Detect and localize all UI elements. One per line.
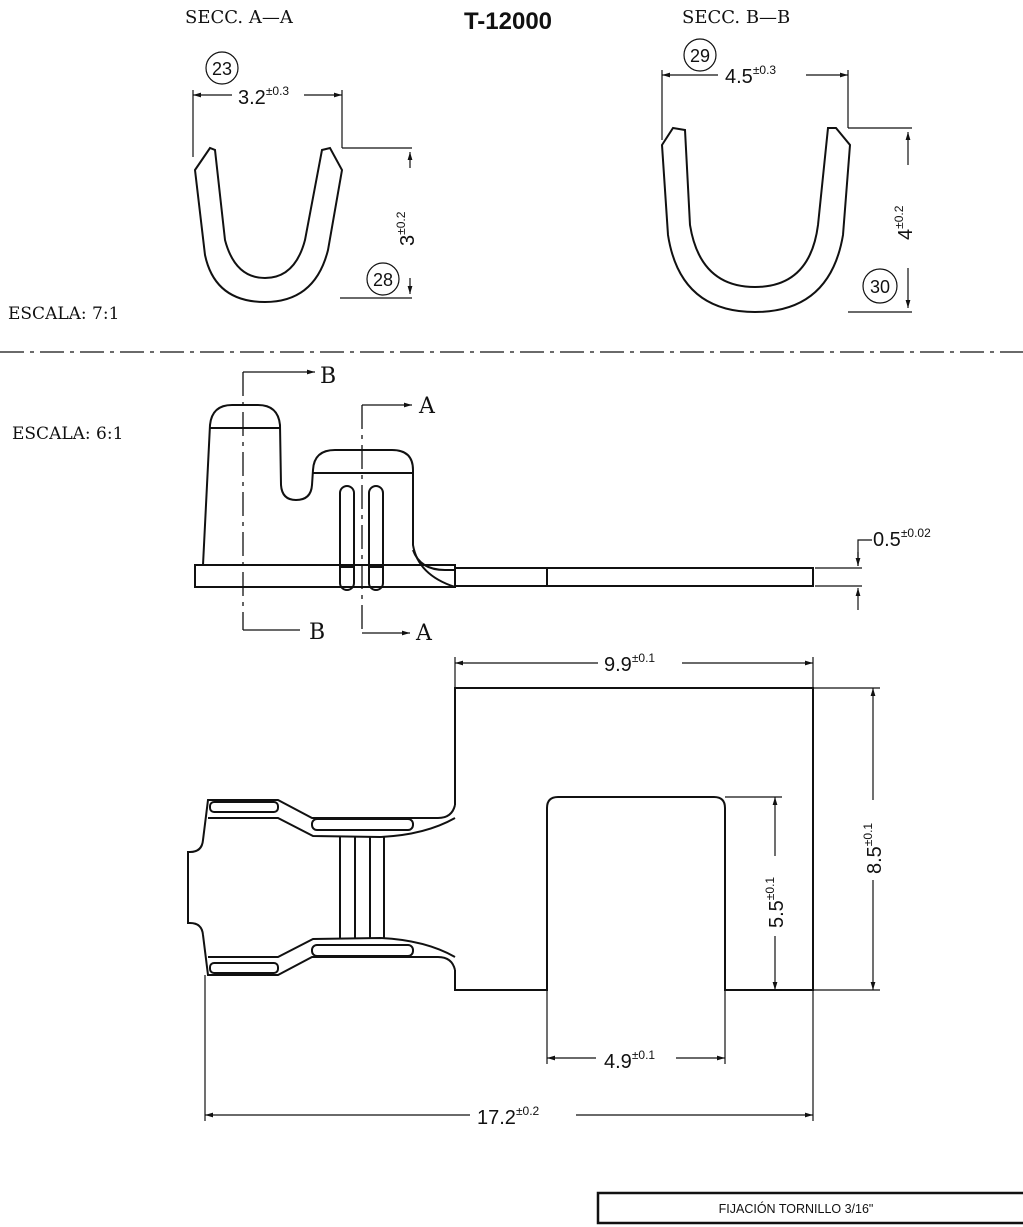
title-block-text: FIJACIÓN TORNILLO 3/16" — [719, 1201, 874, 1216]
dim-bb-width: 4.5±0.3 — [725, 63, 776, 88]
balloon-29: 29 — [690, 46, 710, 66]
title-block — [596, 1191, 1023, 1225]
balloon-28: 28 — [373, 270, 393, 290]
section-marker-a-bottom: A — [415, 621, 433, 646]
balloon-23: 23 — [212, 59, 232, 79]
side-view: B B A A 0.5±0.02 — [194, 364, 931, 646]
section-bb: 4.5±0.3 29 4±0.2 30 — [660, 38, 917, 314]
dim-height-total: 8.5±0.1 — [861, 823, 886, 874]
dim-bb-height: 4±0.2 — [892, 205, 917, 240]
dim-length-total: 17.2±0.2 — [477, 1104, 540, 1129]
section-aa-label: SECC. A—A — [185, 7, 294, 28]
plan-view: 9.9±0.1 8.5±0.1 5.5±0.1 4.9±0.1 17.2±0.2 — [187, 650, 886, 1129]
dim-slot-width: 4.9±0.1 — [604, 1048, 655, 1073]
scale-side: ESCALA: 6:1 — [12, 424, 123, 444]
drawing-title: T-12000 — [464, 8, 552, 35]
dim-aa-height: 3±0.2 — [394, 211, 419, 246]
scale-top: ESCALA: 7:1 — [8, 304, 119, 324]
section-marker-b-bottom: B — [309, 620, 325, 645]
section-aa: 3.2±0.3 23 3±0.2 28 — [192, 51, 419, 304]
dim-slot-depth: 5.5±0.1 — [763, 877, 788, 928]
dim-thickness: 0.5±0.02 — [873, 526, 931, 551]
section-marker-a-top: A — [418, 394, 436, 419]
section-bb-label: SECC. B—B — [682, 7, 790, 28]
dim-width-top: 9.9±0.1 — [604, 651, 655, 676]
balloon-30: 30 — [870, 277, 890, 297]
dim-aa-width: 3.2±0.3 — [238, 84, 289, 109]
section-marker-b-top: B — [320, 364, 336, 389]
